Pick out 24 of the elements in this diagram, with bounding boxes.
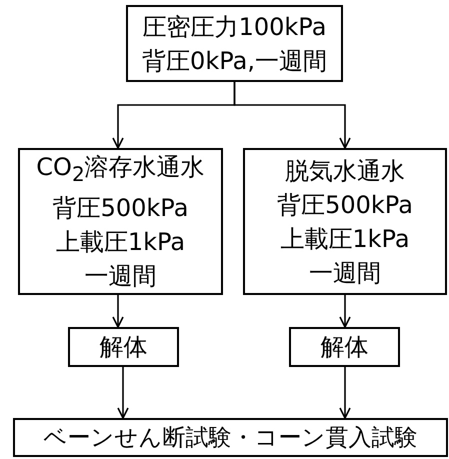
step-box <box>68 327 179 367</box>
box-text: 圧密圧力100kPa <box>142 12 326 42</box>
process-box <box>126 5 343 82</box>
box-text: 背圧500kPa <box>277 190 413 220</box>
box-text: ベーンせん断試験・コーン貫入試験 <box>44 424 418 452</box>
arrow <box>234 82 351 149</box>
result-box <box>13 418 448 457</box>
arrow <box>339 295 351 328</box>
box-text: 上載圧1kPa <box>56 226 186 258</box>
arrow <box>112 295 124 328</box>
step-box <box>289 327 400 367</box>
box-text: 解体 <box>320 332 368 363</box>
arrow <box>117 367 129 419</box>
process-box <box>243 148 447 295</box>
box-text: CO$_{2}$溶存水通水 <box>36 152 205 188</box>
box-text: 一週間 <box>84 260 156 292</box>
box-text: 脱気水通水 <box>285 156 405 186</box>
box-text: 一週間 <box>309 258 381 288</box>
box-text: 解体 <box>100 332 148 363</box>
box-text: 上載圧1kPa <box>280 224 410 254</box>
box-text: 背圧0kPa,一週間 <box>142 46 327 76</box>
box-text: 背圧500kPa <box>52 192 188 224</box>
arrow <box>339 367 351 419</box>
process-box <box>18 148 223 295</box>
